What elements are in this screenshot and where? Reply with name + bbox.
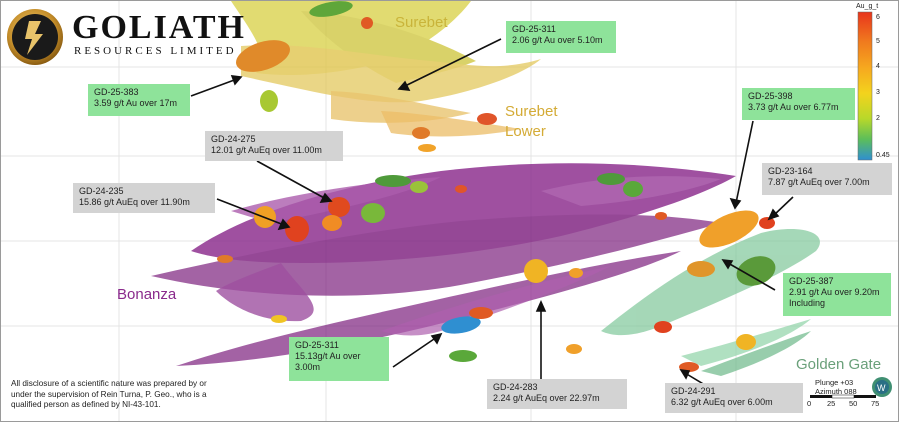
callout-hole-id: GD-23-164 [768,166,813,176]
plunge-label: Plunge +03 [815,378,854,387]
callout-gd-25-383: GD-25-383 3.59 g/t Au over 17m [88,84,190,116]
scale-tick: 50 [849,399,858,408]
callout-note: Including [789,298,826,308]
callout-hole-id: GD-25-387 [789,276,834,286]
callout-result: 15.86 g/t AuEq over 11.90m [79,197,190,207]
zone-label-surebet-lower-1: Surebet [505,103,558,120]
logo-name: GOLIATH [72,9,246,46]
azimuth-label: Azimuth 088 [815,387,857,396]
callout-result: 2.91 g/t Au over 9.20m [789,287,880,297]
callout-gd-25-311-top: GD-25-311 2.06 g/t Au over 5.10m [506,21,616,53]
scale-tick: 75 [871,399,880,408]
callout-result: 6.32 g/t AuEq over 6.00m [671,397,773,407]
scale-tick: 25 [827,399,836,408]
callout-result: 12.01 g/t AuEq over 11.00m [211,145,322,155]
leader-arrows [190,38,794,386]
logo-subtitle: RESOURCES LIMITED [74,45,237,57]
scale-bar [810,394,876,399]
colorbar-tick: 5 [876,38,880,45]
logo-emblem [7,9,63,65]
callout-hole-id: GD-24-291 [671,386,716,396]
callout-gd-24-283: GD-24-283 2.24 g/t AuEq over 22.97m [487,379,627,409]
zone-label-surebet-lower-2: Lower [505,123,546,140]
callout-result: 15.13g/t Au over [295,351,361,361]
callout-gd-24-235: GD-24-235 15.86 g/t AuEq over 11.90m [73,183,215,213]
scale-tick: 0 [807,399,812,408]
zone-label-golden-gate: Golden Gate [796,356,882,373]
zone-label-surebet: Surebet [395,14,448,31]
callout-gd-23-164: GD-23-164 7.87 g/t AuEq over 7.00m [762,163,892,195]
bonanza-lenses [151,163,736,366]
callout-result-cont: 3.00m [295,362,321,372]
svg-text:W: W [877,383,886,393]
callout-hole-id: GD-25-311 [295,340,339,350]
view-orientation-icon: W [872,377,892,397]
callout-gd-25-387: GD-25-387 2.91 g/t Au over 9.20m Includi… [783,273,891,316]
callout-hole-id: GD-24-275 [211,134,256,144]
callout-hole-id: GD-25-311 [512,24,556,34]
colorbar-gradient [857,11,873,161]
colorbar-tick: 0.45 [876,152,890,159]
callout-hole-id: GD-24-283 [493,382,538,392]
callout-result: 2.24 g/t AuEq over 22.97m [493,393,600,403]
callout-gd-25-311-bottom: GD-25-311 15.13g/t Au over 3.00m [289,337,389,381]
callout-gd-25-398: GD-25-398 3.73 g/t Au over 6.77m [742,88,855,120]
zone-label-bonanza: Bonanza [117,286,177,303]
colorbar-tick: 2 [876,115,880,122]
callout-result: 3.73 g/t Au over 6.77m [748,102,839,112]
callout-hole-id: GD-25-383 [94,87,139,97]
callout-result: 7.87 g/t AuEq over 7.00m [768,177,870,187]
callout-gd-24-291: GD-24-291 6.32 g/t AuEq over 6.00m [665,383,803,413]
colorbar-title: Au_g_t [856,3,879,10]
disclosure-note: All disclosure of a scientific nature wa… [11,379,207,409]
callout-gd-24-275: GD-24-275 12.01 g/t AuEq over 11.00m [205,131,343,161]
callout-result: 3.59 g/t Au over 17m [94,98,178,108]
callout-result: 2.06 g/t Au over 5.10m [512,35,603,45]
colorbar-tick: 4 [876,63,880,70]
colorbar-tick: 6 [876,14,880,21]
drill-intercepts [217,1,776,372]
callout-hole-id: GD-25-398 [748,91,793,101]
callout-hole-id: GD-24-235 [79,186,124,196]
colorbar-tick: 3 [876,89,880,96]
